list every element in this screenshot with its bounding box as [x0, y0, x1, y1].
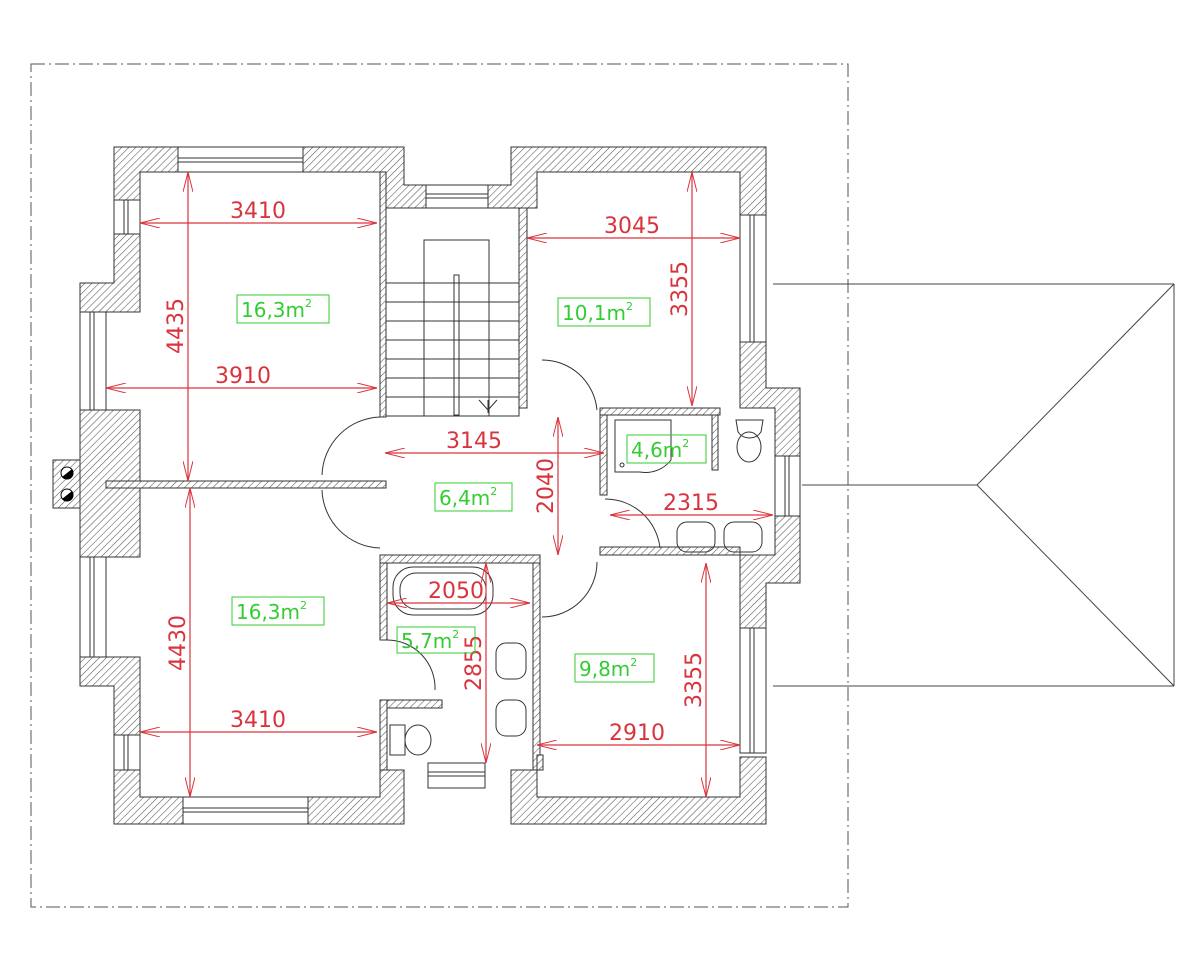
site-boundary	[30, 63, 849, 908]
area-hall: 6,4m2	[439, 485, 497, 510]
dim-3355-se: 3355	[682, 652, 707, 708]
interior-walls	[105, 171, 741, 771]
area-bathroom-center: 5,7m2	[401, 628, 459, 653]
dim-3410-top: 3410	[230, 199, 286, 224]
staircase	[385, 207, 520, 417]
windows	[79, 146, 801, 825]
dim-3910: 3910	[215, 364, 271, 389]
area-bedroom-sw: 16,3m2	[236, 599, 307, 624]
dim-2910: 2910	[609, 721, 665, 746]
dimension-lines	[106, 172, 773, 797]
roof-outline	[773, 283, 1175, 687]
area-bedroom-nw: 16,3m2	[241, 297, 312, 322]
dim-4435: 4435	[164, 298, 189, 354]
dim-2050: 2050	[428, 579, 484, 604]
area-bedroom-se: 9,8m2	[579, 656, 637, 681]
dim-3045: 3045	[604, 214, 660, 239]
area-bedroom-ne: 10,1m2	[562, 300, 633, 325]
dim-2315: 2315	[663, 491, 719, 516]
dim-3410-bottom: 3410	[230, 708, 286, 733]
area-bathroom-east: 4,6m2	[631, 437, 689, 462]
dim-3145: 3145	[446, 429, 502, 454]
chimney	[52, 459, 81, 509]
area-labels: 16,3m2 16,3m2 10,1m2 9,8m2 6,4m2 4,6m2 5…	[231, 294, 707, 683]
dim-4430: 4430	[166, 615, 191, 671]
dim-3355-ne: 3355	[668, 261, 693, 317]
dim-2040: 2040	[534, 458, 559, 514]
fixtures	[389, 419, 764, 756]
dimension-labels: 3410 3910 4435 3410 4430 3045 3355 3145 …	[164, 199, 719, 746]
